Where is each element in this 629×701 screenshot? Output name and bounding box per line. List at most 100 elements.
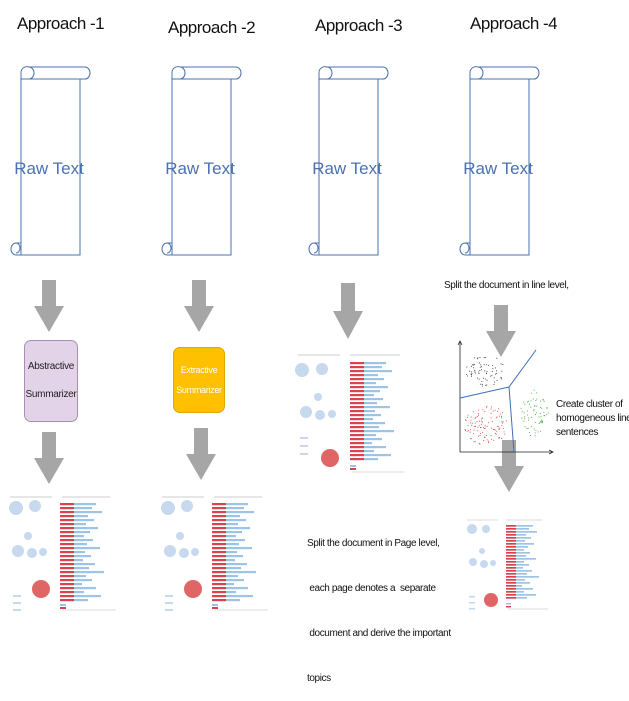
cluster-dot bbox=[541, 422, 543, 424]
cluster-dot bbox=[538, 423, 540, 424]
cluster-dot bbox=[482, 417, 483, 419]
cluster-dot bbox=[529, 403, 530, 405]
cluster-dot bbox=[486, 434, 487, 436]
cluster-dot bbox=[493, 428, 494, 430]
cluster-dot bbox=[499, 413, 501, 415]
raw-text-scroll-4: Raw Text bbox=[459, 66, 540, 256]
down-arrow-icon bbox=[186, 428, 216, 480]
cluster-dot bbox=[476, 416, 478, 417]
cluster-dot bbox=[479, 425, 481, 427]
cluster-dot bbox=[473, 429, 475, 431]
cluster-dot bbox=[547, 407, 548, 409]
cluster-dot bbox=[538, 416, 540, 418]
cluster-dot bbox=[486, 371, 488, 372]
cluster-dot bbox=[469, 370, 470, 372]
cluster-dot bbox=[535, 400, 537, 401]
down-arrow-icon bbox=[184, 280, 214, 332]
cluster-dot bbox=[542, 421, 544, 423]
cluster-dot bbox=[488, 364, 490, 366]
cluster-dot bbox=[533, 409, 535, 411]
approach-1-heading: Approach -1 bbox=[17, 14, 105, 33]
cluster-dot bbox=[483, 427, 484, 429]
cluster-dot bbox=[466, 430, 468, 432]
cluster-dot bbox=[471, 424, 473, 426]
note-line: document and derive the important bbox=[307, 628, 451, 639]
cluster-dot bbox=[490, 406, 492, 408]
cluster-dot bbox=[473, 426, 475, 428]
cluster-dot bbox=[479, 357, 481, 358]
cluster-dot bbox=[465, 420, 467, 422]
cluster-dot bbox=[528, 417, 530, 419]
cluster-dot bbox=[470, 416, 472, 418]
topic-visualization-thumbnail bbox=[9, 496, 116, 611]
cluster-dot bbox=[496, 430, 498, 432]
cluster-dot bbox=[472, 411, 474, 413]
scroll-2-label: Raw Text bbox=[165, 159, 235, 178]
cluster-dot bbox=[541, 420, 543, 422]
cluster-dot bbox=[496, 373, 498, 374]
cluster-dot bbox=[471, 365, 472, 367]
scroll-4-label: Raw Text bbox=[463, 159, 533, 178]
cluster-dot bbox=[486, 405, 488, 407]
cluster-dot bbox=[476, 421, 478, 422]
cluster-dot bbox=[501, 417, 503, 419]
cluster-dot bbox=[464, 429, 466, 430]
cluster-dot bbox=[524, 418, 526, 420]
cluster-dot bbox=[465, 419, 466, 421]
cluster-dot bbox=[542, 399, 544, 401]
cluster-dot bbox=[467, 416, 468, 418]
cluster-dot bbox=[544, 415, 546, 417]
cluster-dot bbox=[530, 406, 532, 408]
cluster-dot bbox=[533, 389, 535, 391]
cluster-dot bbox=[502, 364, 504, 365]
cluster-dot bbox=[467, 375, 468, 377]
cluster-dot bbox=[478, 414, 479, 416]
cluster-dot bbox=[473, 364, 475, 366]
cluster-dot bbox=[481, 369, 482, 371]
cluster-dot bbox=[534, 405, 536, 406]
cluster-dot bbox=[496, 380, 498, 381]
cluster-dot bbox=[490, 412, 492, 414]
cluster-dot bbox=[485, 385, 487, 386]
cluster-dot bbox=[477, 413, 479, 414]
cluster-dot bbox=[478, 373, 480, 374]
cluster-dot bbox=[490, 435, 492, 437]
cluster-dot bbox=[497, 410, 498, 412]
cluster-dot bbox=[520, 407, 522, 409]
cluster-dot bbox=[499, 437, 500, 439]
cluster-dot bbox=[482, 432, 484, 434]
box-2-line2: Summarizer bbox=[176, 385, 222, 395]
note-line: each page denotes a separate bbox=[307, 583, 436, 594]
cluster-dot bbox=[495, 367, 496, 369]
cluster-dot bbox=[483, 440, 485, 441]
note-line: topics bbox=[307, 673, 331, 684]
abstractive-summarizer-box: Abstractive Summarizer bbox=[24, 340, 78, 422]
cluster-dot bbox=[474, 371, 476, 373]
cluster-dot bbox=[491, 371, 493, 372]
cluster-dot bbox=[490, 408, 492, 410]
cluster-dot bbox=[470, 419, 472, 421]
cluster-dot bbox=[499, 427, 501, 429]
cluster-dot bbox=[540, 420, 541, 422]
cluster-dot bbox=[480, 433, 481, 434]
cluster-dot bbox=[502, 412, 504, 414]
down-arrow-icon bbox=[34, 432, 64, 484]
cluster-dot bbox=[471, 375, 472, 377]
cluster-dot bbox=[491, 427, 492, 429]
cluster-dot bbox=[527, 401, 528, 403]
cluster-dot bbox=[536, 405, 538, 407]
cluster-dot bbox=[481, 385, 483, 387]
cluster-dot bbox=[543, 412, 545, 413]
cluster-dot bbox=[477, 357, 479, 359]
cluster-dot bbox=[479, 370, 481, 371]
cluster-dot bbox=[502, 421, 504, 423]
box-1-line2: Summarizer bbox=[25, 389, 77, 400]
cluster-dot bbox=[480, 420, 482, 422]
cluster-dot bbox=[524, 426, 526, 428]
cluster-dot bbox=[500, 377, 502, 379]
cluster-dot bbox=[506, 420, 507, 422]
cluster-dot bbox=[501, 370, 503, 372]
cluster-dot bbox=[490, 375, 492, 377]
